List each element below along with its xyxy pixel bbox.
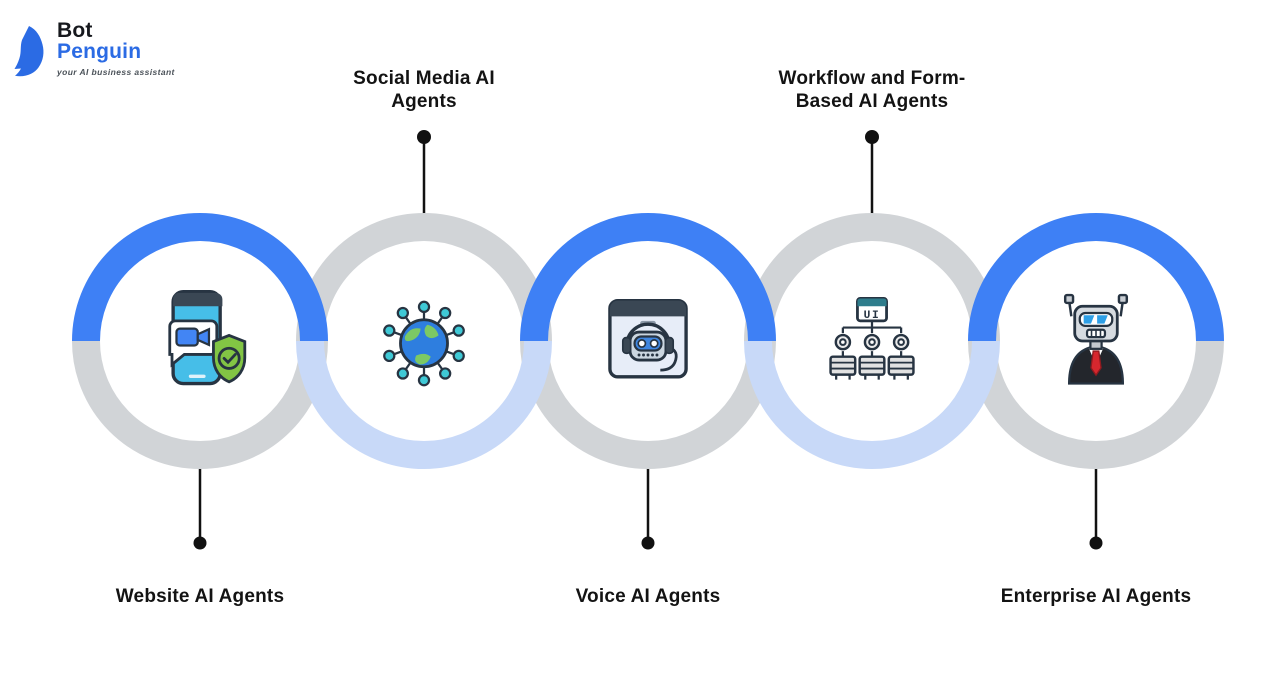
connector-dot	[865, 130, 879, 144]
connector-enterprise	[1089, 466, 1103, 550]
database	[829, 355, 857, 380]
voice-bot-browser-icon	[592, 285, 704, 397]
connector-social-media	[417, 130, 431, 216]
gear	[863, 333, 881, 351]
tie	[1090, 350, 1102, 377]
logo-brand-bottom: Penguin	[57, 40, 142, 63]
gear	[892, 333, 910, 351]
video-camera-lens	[196, 327, 211, 347]
label-workflow-form-ai-agents: Workflow and Form- Based AI Agents	[742, 67, 1002, 113]
penguin-body	[14, 26, 44, 77]
ring-workflow-bottom	[744, 340, 1000, 469]
logo-tagline: your AI business assistant	[57, 67, 175, 77]
label-line: Social Media AI	[353, 68, 495, 89]
ring-voice-bottom	[520, 340, 776, 469]
shield	[212, 333, 247, 384]
phone-speaker	[188, 374, 206, 378]
connector-workflow	[865, 130, 879, 216]
database	[858, 355, 886, 380]
check-circle	[217, 346, 241, 370]
ring-social-media-top	[296, 213, 552, 342]
label-social-media-ai-agents: Social Media AI Agents	[294, 67, 554, 113]
ear-cup-left	[621, 336, 632, 355]
label-enterprise-ai-agents: Enterprise AI Agents	[966, 585, 1226, 608]
connector-dot	[417, 130, 431, 144]
label-line: Website AI Agents	[115, 586, 285, 607]
bot-eye-right	[649, 339, 659, 348]
connector-voice	[641, 466, 655, 550]
business-robot-suit-icon	[1040, 285, 1152, 397]
label-line: Based AI Agents	[795, 91, 949, 112]
globe-network-icon	[368, 285, 480, 397]
ring-workflow-top	[744, 213, 1000, 342]
check-mark	[222, 353, 237, 365]
flow-lines	[841, 320, 903, 357]
browser-header	[609, 300, 687, 317]
ring-enterprise-bottom	[968, 340, 1224, 469]
antennas	[1063, 293, 1129, 317]
ring-social-media-bottom	[296, 340, 552, 469]
label-voice-ai-agents: Voice AI Agents	[518, 585, 778, 608]
label-line: Voice AI Agents	[575, 586, 721, 607]
ring-website-top	[72, 213, 328, 342]
connector-dot	[193, 536, 207, 550]
ring-voice-top	[520, 213, 776, 342]
ring-enterprise-top	[968, 213, 1224, 342]
label-line: Enterprise AI Agents	[1000, 586, 1192, 607]
connector-dot	[1089, 536, 1103, 550]
ui-window-label: UI	[864, 310, 881, 322]
continents	[404, 324, 439, 365]
network-nodes	[383, 300, 465, 387]
robot-teeth	[1090, 329, 1102, 338]
penguin-icon	[14, 26, 44, 77]
rings-gray-bottoms	[72, 340, 1224, 469]
logo-text: Bot Penguin your AI business assistant	[57, 20, 175, 77]
logo-brand-top: Bot	[57, 19, 93, 42]
botpenguin-logo: Bot Penguin your AI business assistant	[14, 20, 175, 78]
gears	[834, 333, 910, 351]
rings-even	[296, 213, 1000, 469]
workflow-ui-gears-database-icon: UI	[816, 285, 928, 397]
databases	[829, 355, 915, 380]
visor-glass-left	[1083, 315, 1095, 324]
phone-video-chat-shield-icon	[144, 285, 256, 397]
gear	[834, 333, 852, 351]
bot-eye-left	[637, 339, 647, 348]
label-line: Agents	[391, 91, 457, 112]
ring-website-bottom	[72, 340, 328, 469]
rings-blue-tops	[72, 213, 1224, 342]
ui-window-header	[857, 298, 887, 307]
database	[887, 355, 915, 380]
visor-glass-right	[1097, 315, 1108, 324]
connector-dot	[641, 536, 655, 550]
connector-website	[193, 466, 207, 550]
ear-cup-right	[664, 336, 675, 355]
label-line: Workflow and Form-	[778, 68, 966, 89]
label-website-ai-agents: Website AI Agents	[70, 585, 330, 608]
phone-notch	[173, 292, 223, 307]
bot-mouth-dots	[637, 353, 659, 357]
video-camera	[175, 327, 199, 347]
